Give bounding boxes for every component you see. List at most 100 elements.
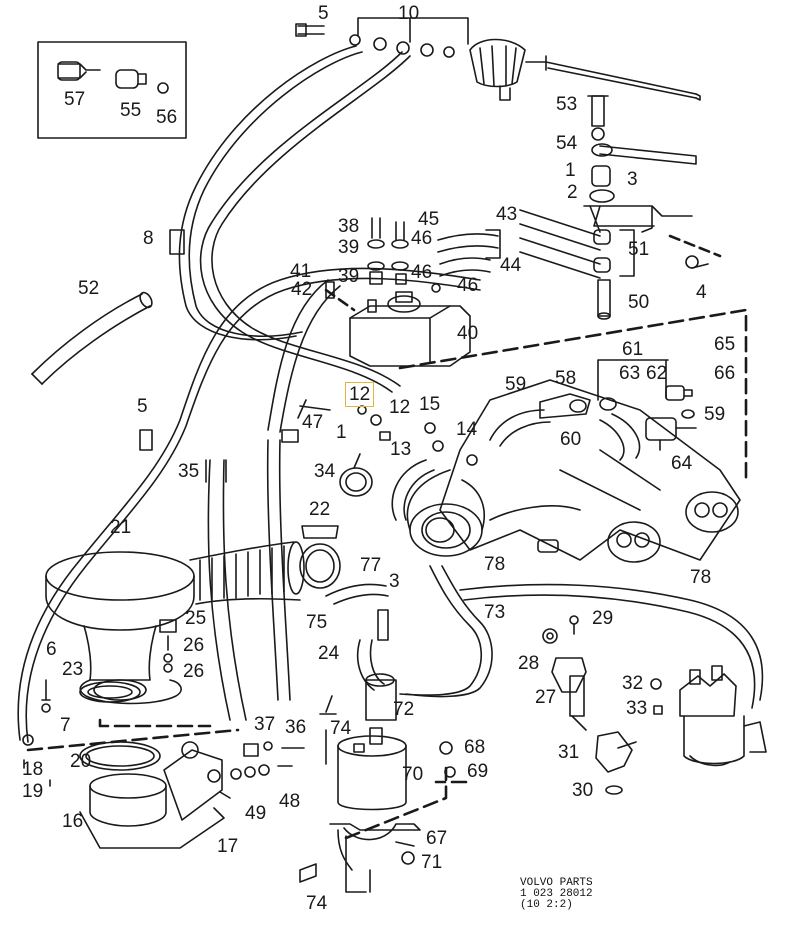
callout-3: 3 <box>627 169 638 190</box>
valve-block <box>324 217 501 367</box>
callout-1-b: 1 <box>336 422 347 443</box>
callout-41: 41 <box>290 261 312 282</box>
throttle-base <box>79 741 231 849</box>
callout-25: 25 <box>185 608 207 629</box>
rod-and-bracket <box>519 95 722 320</box>
callout-23: 23 <box>62 659 84 680</box>
callout-34: 34 <box>314 461 336 482</box>
callout-47: 47 <box>302 412 324 433</box>
callout-17: 17 <box>217 836 239 857</box>
callout-69: 69 <box>467 761 489 782</box>
callout-28: 28 <box>518 653 540 674</box>
callout-46-a: 46 <box>411 228 433 249</box>
callout-43: 43 <box>496 204 518 225</box>
hose-52 <box>31 291 153 385</box>
callout-65: 65 <box>714 334 736 355</box>
callout-37: 37 <box>254 714 276 735</box>
callout-35: 35 <box>178 461 200 482</box>
callout-59-b: 59 <box>704 404 726 425</box>
callout-42: 42 <box>291 279 313 300</box>
callout-57: 57 <box>64 89 86 110</box>
callout-44: 44 <box>500 255 522 276</box>
callout-58: 58 <box>555 368 577 389</box>
callout-75: 75 <box>306 612 328 633</box>
hose-connectors <box>22 565 764 787</box>
callout-5: 5 <box>137 396 148 417</box>
callout-48: 48 <box>279 791 301 812</box>
dashed-leader-lines <box>26 308 748 840</box>
callout-26-b: 26 <box>183 661 205 682</box>
catalog-reference: VOLVO PARTS 1 023 28012 (10 2:2) <box>520 878 593 911</box>
callout-19: 19 <box>22 781 44 802</box>
callout-38: 38 <box>338 216 360 237</box>
callout-66: 66 <box>714 363 736 384</box>
callout-46-c: 46 <box>457 275 479 296</box>
hose-routes <box>17 45 481 743</box>
callout-31: 31 <box>558 742 580 763</box>
callout-18: 18 <box>22 759 44 780</box>
callout-54: 54 <box>556 133 578 154</box>
callout-13: 13 <box>390 439 412 460</box>
callout-68: 68 <box>464 737 486 758</box>
callout-36: 36 <box>285 717 307 738</box>
intake-manifold <box>391 379 741 563</box>
callout-52: 52 <box>78 278 100 299</box>
credit-line-3: (10 2:2) <box>520 899 573 911</box>
callout-3-b: 3 <box>389 571 400 592</box>
callout-73: 73 <box>484 602 506 623</box>
credit-line-1: VOLVO PARTS <box>520 877 593 889</box>
callout-74-b: 74 <box>306 893 328 914</box>
top-hose-fittings <box>295 17 701 101</box>
callout-21: 21 <box>110 517 132 538</box>
callout-46-b: 46 <box>411 262 433 283</box>
callout-20: 20 <box>70 751 92 772</box>
callout-59-a: 59 <box>505 374 527 395</box>
callout-32: 32 <box>622 673 644 694</box>
callout-56: 56 <box>156 107 178 128</box>
manifold-hoses <box>489 359 697 461</box>
callout-55: 55 <box>120 100 142 121</box>
callout-39-b: 39 <box>338 266 360 287</box>
callout-39-a: 39 <box>338 237 360 258</box>
callout-53: 53 <box>556 94 578 115</box>
callout-51: 51 <box>628 239 650 260</box>
callout-33: 33 <box>626 698 648 719</box>
callout-72: 72 <box>393 699 415 720</box>
callout-67: 67 <box>426 828 448 849</box>
callout-63: 63 <box>619 363 641 384</box>
callout-71: 71 <box>421 852 443 873</box>
callout-29: 29 <box>592 608 614 629</box>
callout-6: 6 <box>46 639 57 660</box>
air-cleaner <box>45 525 341 705</box>
callout-27: 27 <box>535 687 557 708</box>
callout-2: 2 <box>567 182 578 203</box>
sensors-and-distributor <box>542 615 767 795</box>
callout-12-b: 12 <box>389 397 411 418</box>
callout-12-highlighted: 12 <box>345 382 375 407</box>
fuel-filter <box>299 673 456 893</box>
callout-1-a: 1 <box>565 160 576 181</box>
inset-box <box>37 41 187 139</box>
callout-26-a: 26 <box>183 635 205 656</box>
callout-24: 24 <box>318 643 340 664</box>
callout-78-a: 78 <box>484 554 506 575</box>
callout-15: 15 <box>419 394 441 415</box>
callout-77: 77 <box>360 555 382 576</box>
callout-74-a: 74 <box>330 718 352 739</box>
callout-45: 45 <box>418 209 440 230</box>
callout-22: 22 <box>309 499 331 520</box>
callout-70: 70 <box>402 764 424 785</box>
callout-16: 16 <box>62 811 84 832</box>
callout-40: 40 <box>457 323 479 344</box>
callout-30: 30 <box>572 780 594 801</box>
callout-78-b: 78 <box>690 567 712 588</box>
credit-line-2: 1 023 28012 <box>520 888 593 900</box>
callout-8: 8 <box>143 228 154 249</box>
callout-62: 62 <box>646 363 668 384</box>
callout-4: 4 <box>696 282 707 303</box>
callout-60: 60 <box>560 429 582 450</box>
callout-5-top: 5 <box>318 3 329 24</box>
callout-14: 14 <box>456 419 478 440</box>
